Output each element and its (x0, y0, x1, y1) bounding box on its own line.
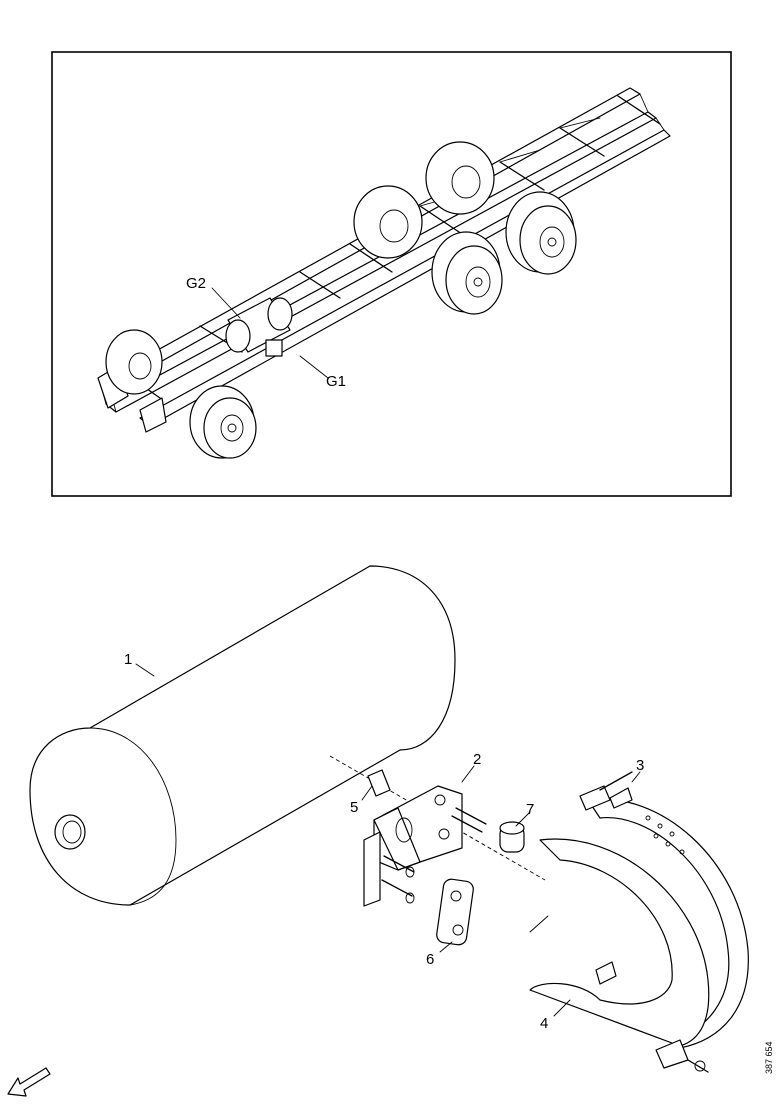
arrow-icon (7, 1067, 51, 1097)
label-g1: G1 (326, 373, 346, 390)
clamp-plate (436, 878, 474, 946)
callout-4: 4 (540, 1015, 548, 1032)
air-tank (29, 565, 456, 906)
label-g2: G2 (186, 275, 206, 292)
front-wheels (105, 329, 257, 459)
bracket-bolts (381, 807, 487, 904)
tank-straps (529, 771, 749, 1073)
drawing-code: 387 654 (764, 1041, 774, 1074)
callout-7: 7 (526, 801, 534, 818)
part-block (367, 769, 391, 797)
mounted-air-tank (225, 297, 293, 357)
chassis-frame (97, 87, 671, 433)
callout-5: 5 (350, 799, 358, 816)
exploded-view: 1 2 3 4 5 6 7 (29, 565, 749, 1073)
callout-3: 3 (636, 757, 644, 774)
callout-6: 6 (426, 951, 434, 968)
spacer-bushing (499, 821, 525, 853)
rear-wheels (353, 141, 577, 315)
callout-2: 2 (473, 751, 481, 768)
overview-panel: G2 G1 (51, 51, 732, 497)
callout-1: 1 (124, 651, 132, 668)
callout-leaders (135, 663, 641, 1017)
tank-bracket (363, 785, 463, 907)
overview-frame (51, 51, 732, 497)
